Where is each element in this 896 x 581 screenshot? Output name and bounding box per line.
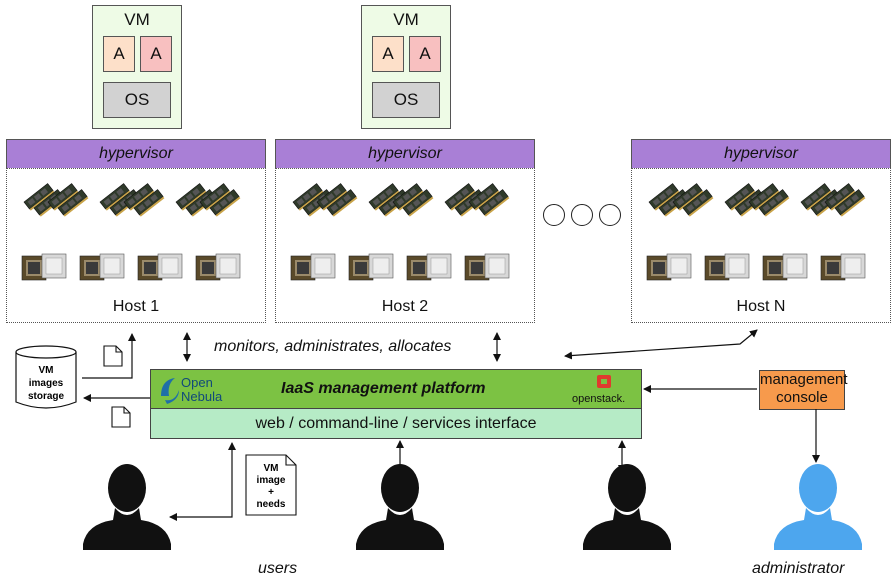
storage-line-2: images (29, 378, 64, 389)
openstack-text: openstack. (572, 393, 625, 405)
user-figure-3 (583, 464, 671, 550)
app-box: A (103, 36, 135, 72)
hypervisor-bar-n: hypervisor (631, 139, 891, 169)
vm-box-2: VM A A OS (361, 5, 451, 129)
request-line-4: needs (257, 499, 286, 510)
document-icon (111, 406, 131, 428)
request-line-1: VM (264, 463, 279, 474)
openstack-logo: openstack. (569, 372, 639, 406)
arrow-user1-platform (169, 442, 236, 521)
opennebula-logo: Open Nebula (157, 372, 243, 406)
vm-box-1: VM A A OS (92, 5, 182, 129)
request-line-3: + (268, 487, 274, 498)
services-interface-bar: web / command-line / services interface (150, 408, 642, 439)
users-caption: users (258, 560, 298, 577)
storage-line-3: storage (28, 391, 65, 402)
app-box: A (140, 36, 172, 72)
arrow-hostn-platform (564, 329, 758, 360)
os-box: OS (103, 82, 171, 118)
ellipsis-dot (571, 204, 593, 226)
document-icon (103, 345, 123, 367)
vm-title: VM (393, 10, 419, 29)
administrator-figure (774, 464, 862, 550)
console-line-2: console (776, 389, 828, 406)
user-figure-2 (356, 464, 444, 550)
management-console-box: management console (759, 370, 848, 410)
opennebula-text-2: Nebula (181, 389, 223, 404)
hypervisor-bar-1: hypervisor (6, 139, 266, 169)
storage-line-1: VM (39, 365, 54, 376)
vm-title: VM (124, 10, 150, 29)
app-box: A (372, 36, 404, 72)
host-2-hardware (291, 184, 509, 280)
arrow-storage-to-platform (82, 333, 136, 379)
vm-request-document: VM image + needs (245, 454, 297, 516)
os-box: OS (372, 82, 440, 118)
ellipsis-dot (543, 204, 565, 226)
iaas-platform-bar: Open Nebula IaaS management platform ope… (150, 369, 642, 410)
console-line-1: management (760, 371, 848, 388)
ellipsis-dot (599, 204, 621, 226)
platform-title: IaaS management platform (281, 380, 486, 397)
administrator-caption: administrator (752, 560, 845, 577)
request-line-2: image (257, 475, 286, 486)
user-figure-1 (83, 464, 171, 550)
monitors-caption: monitors, administrates, allocates (214, 338, 452, 355)
app-box: A (409, 36, 441, 72)
host-label: Host N (736, 298, 786, 315)
host-n-hardware (647, 184, 865, 280)
hypervisor-bar-2: hypervisor (275, 139, 535, 169)
host-label: Host 1 (112, 298, 160, 315)
opennebula-text-1: Open (181, 375, 213, 390)
host-label: Host 2 (381, 298, 429, 315)
host-1-hardware (22, 184, 240, 280)
vm-images-storage: VM images storage (15, 345, 77, 409)
